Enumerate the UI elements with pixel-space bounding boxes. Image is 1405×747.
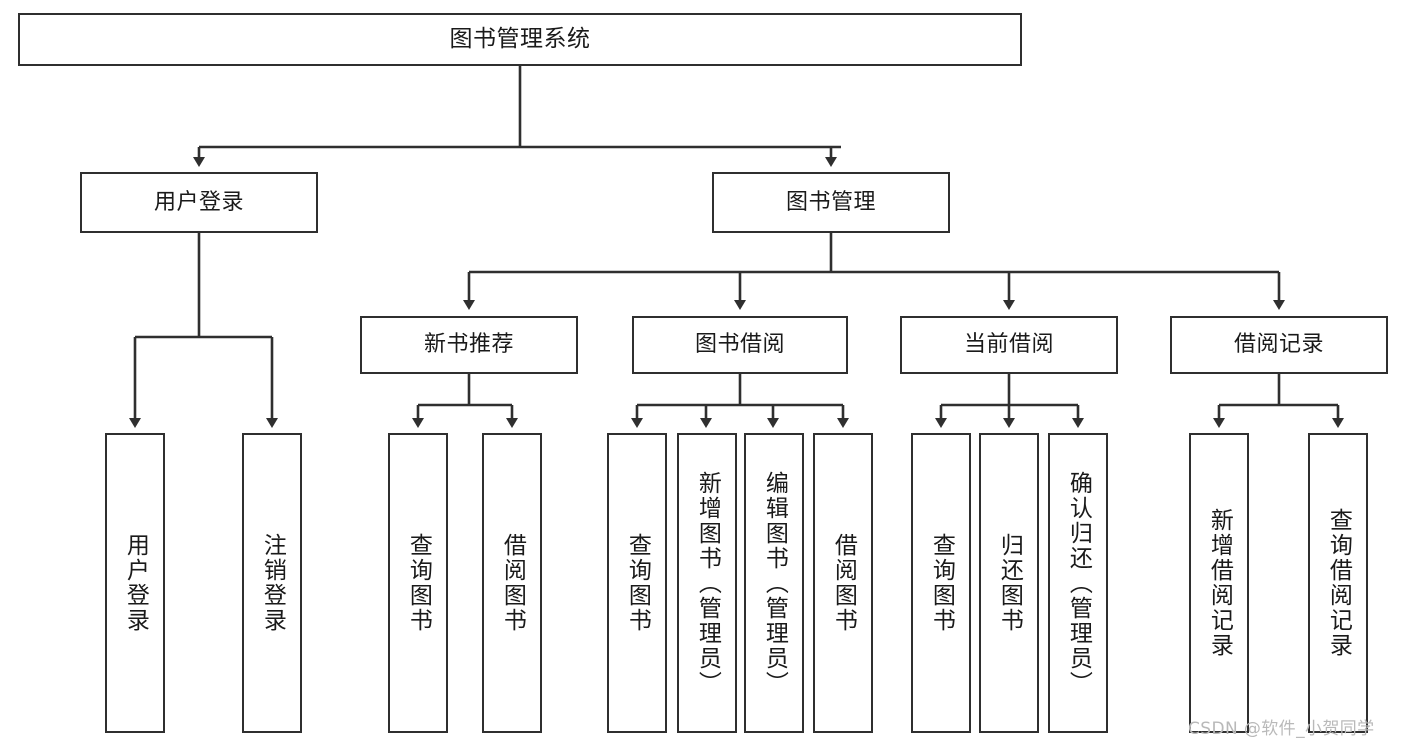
node-label: 归还图书 — [996, 533, 1023, 633]
leaf-record-query-record[interactable]: 查询借阅记录 — [1308, 433, 1368, 733]
leaf-borrow-edit-book[interactable]: 编辑图书（管理员） — [744, 433, 804, 733]
leaf-borrow-add-book[interactable]: 新增图书（管理员） — [677, 433, 737, 733]
node-label: 借阅记录 — [1233, 332, 1324, 358]
leaf-recommend-borrow-book[interactable]: 借阅图书 — [482, 433, 542, 733]
node-user-login[interactable]: 用户登录 — [80, 172, 318, 233]
node-label: 确认归还（管理员） — [1065, 470, 1092, 696]
node-label: 借阅图书 — [499, 533, 526, 633]
leaf-current-return-book[interactable]: 归还图书 — [979, 433, 1039, 733]
node-label: 注销登录 — [259, 533, 286, 633]
leaf-record-add-record[interactable]: 新增借阅记录 — [1189, 433, 1249, 733]
node-label: 用户登录 — [153, 189, 244, 215]
node-label: 新增借阅记录 — [1206, 508, 1233, 658]
node-current-borrow[interactable]: 当前借阅 — [900, 316, 1118, 374]
node-label: 图书借阅 — [694, 332, 785, 358]
node-label: 编辑图书（管理员） — [761, 470, 788, 696]
node-label: 借阅图书 — [830, 533, 857, 633]
node-label: 查询图书 — [928, 533, 955, 633]
node-new-book-recommend[interactable]: 新书推荐 — [360, 316, 578, 374]
leaf-user-login-login[interactable]: 用户登录 — [105, 433, 165, 733]
node-label: 图书管理系统 — [449, 26, 591, 53]
leaf-user-login-logout[interactable]: 注销登录 — [242, 433, 302, 733]
node-label: 查询借阅记录 — [1325, 508, 1352, 658]
watermark: CSDN @软件_小贺同学 — [1188, 719, 1375, 739]
node-root-system[interactable]: 图书管理系统 — [18, 13, 1022, 66]
leaf-current-confirm-return[interactable]: 确认归还（管理员） — [1048, 433, 1108, 733]
leaf-borrow-borrow-book[interactable]: 借阅图书 — [813, 433, 873, 733]
leaf-borrow-query-book[interactable]: 查询图书 — [607, 433, 667, 733]
node-book-borrow[interactable]: 图书借阅 — [632, 316, 848, 374]
leaf-current-query-book[interactable]: 查询图书 — [911, 433, 971, 733]
node-label: 查询图书 — [405, 533, 432, 633]
node-label: 当前借阅 — [963, 332, 1054, 358]
node-borrow-record[interactable]: 借阅记录 — [1170, 316, 1388, 374]
node-label: 新书推荐 — [423, 332, 514, 358]
node-label: 图书管理 — [785, 189, 876, 215]
leaf-recommend-query-book[interactable]: 查询图书 — [388, 433, 448, 733]
node-book-management[interactable]: 图书管理 — [712, 172, 950, 233]
node-label: 用户登录 — [122, 533, 149, 633]
node-label: 查询图书 — [624, 533, 651, 633]
node-label: 新增图书（管理员） — [694, 470, 721, 696]
